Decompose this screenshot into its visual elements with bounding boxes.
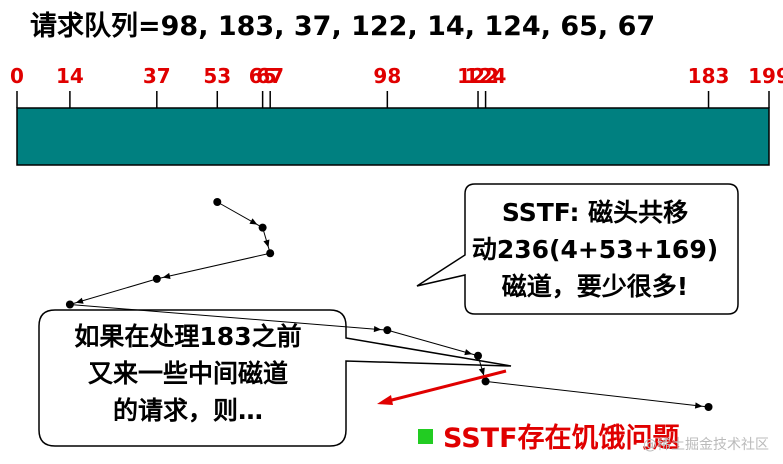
red-arrow [387,369,507,403]
tick-label: 183 [687,64,730,88]
path-segment [156,252,271,280]
path-point [481,377,490,386]
callout-sstf-line-2: 动236(4+53+169) [471,235,719,264]
callout-sstf-line-1: SSTF: 磁头共移 [501,198,689,227]
tick-label: 122 [457,64,499,88]
red-arrowhead [377,395,393,405]
path-arrowhead [162,272,171,279]
tick-label: 199 [748,64,783,88]
path-point [474,351,483,360]
green-square-icon [418,429,433,444]
path-point [704,403,713,411]
tick-label: 37 [142,64,171,88]
path-arrowhead [694,402,703,409]
path-arrowhead [263,239,270,248]
tick-label: 124 [464,64,507,88]
path-segment [69,278,157,305]
callout-question-line-3: 的请求，则… [112,396,263,425]
tick-label: 67 [256,64,285,88]
path-arrowhead [478,367,485,376]
callout-sstf-text: SSTF: 磁头共移 动236(4+53+169) 磁道，要少很多! [455,194,735,305]
tick-label: 53 [203,64,232,88]
callout-question-line-2: 又来一些中间磁道 [87,359,288,388]
starvation-note: SSTF存在饥饿问题 [418,416,680,455]
path-arrowhead [75,297,84,304]
page-title: 请求队列=98, 183, 37, 122, 14, 124, 65, 67 [30,11,656,42]
head-movement-path [65,198,713,411]
path-point [213,198,222,206]
path-arrowhead [249,218,258,225]
path-arrowhead [464,349,473,356]
track-bar [16,107,770,166]
callout-sstf-line-3: 磁道，要少很多! [501,272,689,301]
path-segment [69,304,388,331]
path-point [65,300,74,309]
starvation-note-text: SSTF存在饥饿问题 [443,423,680,454]
path-point [383,326,392,335]
tick-label: 14 [55,64,84,88]
path-segment [387,329,479,357]
path-segment [485,380,709,408]
tick-label: 98 [373,64,402,88]
tick-label: 65 [248,64,277,88]
path-point [152,274,161,283]
callout-question-bubble [38,309,512,447]
watermark: @稀土掘金技术社区 [643,437,769,453]
path-point [258,223,267,232]
track-ticks [16,91,770,108]
callout-sstf-bubble [416,183,739,315]
callout-question-line-1: 如果在处理183之前 [74,322,302,351]
path-point [266,249,275,258]
tick-label: 0 [10,64,24,88]
path-arrowhead [373,325,382,333]
callout-question-text: 如果在处理183之前 又来一些中间磁道 的请求，则… [38,318,338,429]
